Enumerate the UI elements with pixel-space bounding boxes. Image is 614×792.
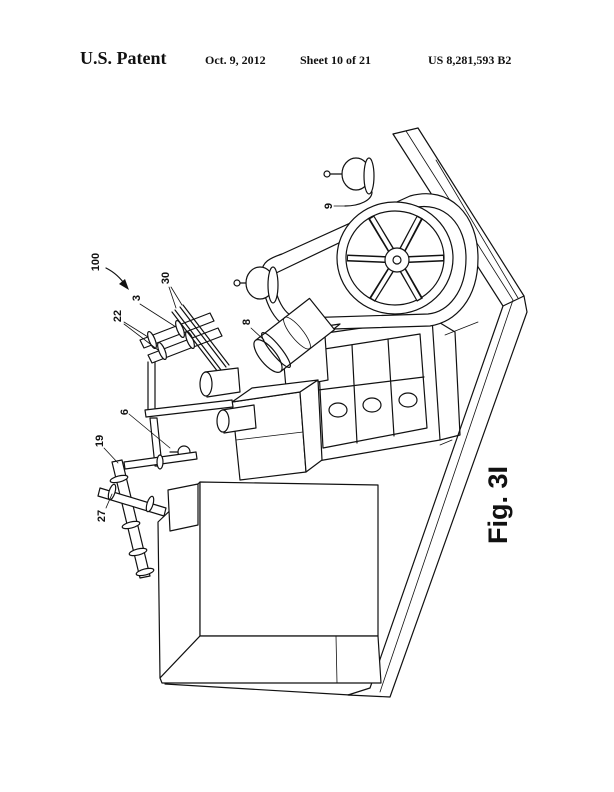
crosshead-rod xyxy=(362,397,382,413)
leader-22 xyxy=(123,323,159,351)
flywheel xyxy=(336,201,454,315)
frame-crossbar xyxy=(317,376,425,391)
reference-numerals: 100 22 3 30 8 9 6 19 27 xyxy=(90,203,335,522)
patent-header-title: U.S. Patent xyxy=(80,48,167,68)
leader-3 xyxy=(139,303,177,328)
frame-post xyxy=(351,344,358,444)
assembly-arrowhead xyxy=(119,279,129,290)
upper-manifold xyxy=(139,304,234,418)
plinth-division xyxy=(335,635,338,684)
pipe-flange xyxy=(145,495,155,513)
dome-flange xyxy=(267,266,279,304)
numeral-6: 6 xyxy=(119,409,131,415)
dome-lower xyxy=(233,266,279,304)
numeral-9: 9 xyxy=(323,203,335,209)
base-corner-edge xyxy=(502,295,525,307)
compressor-frame xyxy=(304,317,461,463)
box-plinth xyxy=(159,635,382,684)
leader-22 xyxy=(123,321,149,338)
base-web-line xyxy=(435,159,519,299)
crankcase-seam xyxy=(235,431,304,441)
base-cross-member xyxy=(444,321,479,336)
pipe-flange xyxy=(109,474,129,484)
leader-19 xyxy=(103,447,119,464)
dome-knob xyxy=(233,279,241,287)
leader-8 xyxy=(250,327,265,341)
cylinder-end-cap xyxy=(253,339,283,373)
sheet-number: Sheet 10 of 21 xyxy=(300,53,371,67)
flywheel-hub xyxy=(384,247,410,273)
patent-number: US 8,281,593 B2 xyxy=(428,53,512,67)
figure-caption: Fig. 3I xyxy=(483,466,513,544)
crosshead-rod xyxy=(328,402,348,418)
numeral-30: 30 xyxy=(160,272,172,284)
rod xyxy=(174,309,222,371)
pipe-flange xyxy=(128,547,148,557)
leader-lines xyxy=(103,205,347,509)
dome-knob xyxy=(323,170,331,178)
dome-flange xyxy=(363,157,375,195)
base-outer-edge xyxy=(347,127,528,698)
pipe-flange xyxy=(135,567,155,577)
pipe-flange xyxy=(175,319,185,339)
enclosure-box xyxy=(157,481,382,684)
numeral-19: 19 xyxy=(94,435,106,447)
box-front xyxy=(199,481,379,637)
cylinder-band xyxy=(283,316,311,350)
numeral-8: 8 xyxy=(241,319,253,325)
rod xyxy=(171,311,219,373)
base-cross-member xyxy=(439,439,453,446)
crankcase-side xyxy=(299,379,323,473)
flywheel-hub-bore xyxy=(392,255,402,265)
pipe-flange xyxy=(157,341,167,361)
base-flange-line xyxy=(379,130,514,693)
pipe-flange xyxy=(121,520,141,530)
cylinder xyxy=(253,297,336,373)
dome-upper xyxy=(323,157,375,207)
bottle-cap xyxy=(216,409,230,433)
dome-discharge-pipe xyxy=(344,191,373,207)
leader-30 xyxy=(170,286,183,306)
leader-30 xyxy=(168,286,177,309)
patent-date: Oct. 9, 2012 xyxy=(205,53,266,67)
rod xyxy=(182,304,230,366)
leader-6 xyxy=(128,413,171,449)
bottle-cap xyxy=(199,371,213,397)
cylinder-flange xyxy=(261,332,291,368)
frame-depth-edge xyxy=(431,317,461,441)
crosshead-rod xyxy=(398,392,418,408)
frame-post xyxy=(387,338,395,437)
base-end-edge xyxy=(392,127,419,135)
pipe-flange xyxy=(156,454,164,470)
leader-27 xyxy=(105,493,113,509)
box-small-housing xyxy=(167,483,199,532)
numeral-100: 100 xyxy=(90,253,102,271)
numeral-3: 3 xyxy=(131,295,143,301)
numeral-22: 22 xyxy=(112,310,124,322)
numeral-27: 27 xyxy=(96,510,108,522)
lateral-pipe xyxy=(144,399,234,418)
rod xyxy=(179,306,227,368)
guard-inner xyxy=(273,205,467,319)
frame-inner xyxy=(317,333,428,449)
base-under-box-edge xyxy=(164,683,351,696)
lower-manifold xyxy=(97,417,198,579)
